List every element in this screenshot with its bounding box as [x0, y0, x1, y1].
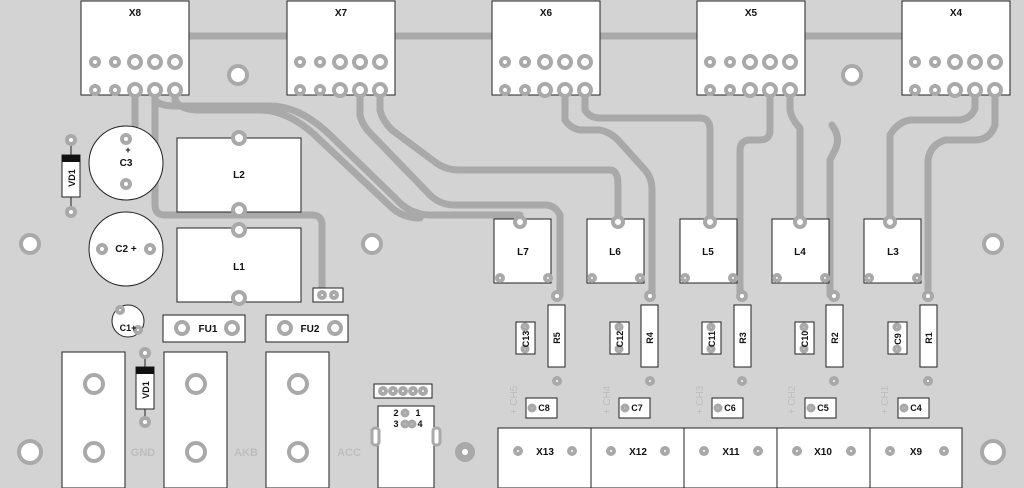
- connector-x6: X6: [491, 0, 601, 98]
- resistor-r2-label: R2: [830, 332, 840, 344]
- channel-1-label: + CH1: [880, 385, 891, 414]
- terminal-gnd: GND: [61, 351, 156, 488]
- resistor-r1-label: R1: [924, 332, 934, 344]
- terminal-akb: AKB: [163, 351, 258, 488]
- channel-4: L6 R4 C12 + CH4 C7: [586, 215, 659, 419]
- resistor-r3-label: R3: [738, 332, 748, 344]
- jumper-pads: [312, 287, 344, 303]
- resistor-r4-label: R4: [645, 332, 655, 344]
- socket-pin-1: 1: [415, 408, 420, 418]
- channel-5-label: + CH5: [509, 385, 520, 414]
- inductor-l1: L1: [176, 222, 302, 306]
- capacitor-c2-label: C2 +: [115, 244, 137, 255]
- fuse-fu2-label: FU2: [301, 324, 320, 335]
- connector-x5-label: X5: [745, 8, 758, 19]
- connector-x13-label: X13: [536, 447, 554, 458]
- channel-2-label: + CH2: [787, 385, 798, 414]
- inductor-l4-label: L4: [794, 247, 806, 258]
- connector-x9-label: X9: [910, 447, 923, 458]
- diode-vd1-bottom: VD1: [135, 347, 155, 428]
- inductor-l1-label: L1: [233, 262, 245, 273]
- capacitor-c1-label: C1+: [120, 323, 137, 333]
- capacitor-c12-label: C12: [615, 331, 625, 348]
- connector-x4-label: X4: [950, 8, 963, 19]
- channel-5: L7 R5 C13 + CH5 C8: [493, 215, 566, 419]
- diode-vd1-top-label: VD1: [67, 169, 77, 187]
- channel-4-label: + CH4: [602, 385, 613, 414]
- socket-pin-2: 2: [393, 408, 398, 418]
- capacitor-c8-label: C8: [538, 403, 550, 413]
- inductor-l2-label: L2: [233, 170, 245, 181]
- fuse-fu1-label: FU1: [199, 324, 218, 335]
- connector-x10-label: X10: [814, 447, 832, 458]
- connector-x4: X4: [901, 0, 1011, 98]
- channel-2: L4 R2 C10 + CH2 C5: [771, 215, 844, 419]
- resistor-r5-label: R5: [552, 332, 562, 344]
- socket-connector: 2 1 3 4: [370, 405, 442, 488]
- connector-x8-label: X8: [129, 8, 142, 19]
- inductor-l6-label: L6: [609, 247, 621, 258]
- capacitor-c2: C2 +: [88, 211, 164, 287]
- connector-x7: X7: [286, 0, 396, 98]
- inductor-l2: L2: [176, 130, 302, 218]
- inductor-l7-label: L7: [517, 247, 529, 258]
- capacitor-c1: C1+: [111, 304, 145, 338]
- mounting-holes: [17, 64, 1006, 465]
- capacitor-c10-label: C10: [800, 331, 810, 348]
- diode-vd1-bottom-label: VD1: [141, 381, 151, 399]
- socket-pin-3: 3: [393, 419, 398, 429]
- connector-x6-label: X6: [540, 8, 553, 19]
- fuse-fu2: FU2: [265, 314, 349, 343]
- terminal-gnd-label: GND: [131, 447, 156, 459]
- connector-x5: X5: [696, 0, 806, 98]
- capacitor-c3-plus: +: [125, 145, 130, 155]
- connector-x11-label: X11: [722, 447, 740, 458]
- terminal-acc-label: ACC: [337, 447, 361, 459]
- capacitor-c7-label: C7: [631, 403, 643, 413]
- capacitor-c11-label: C11: [707, 331, 717, 347]
- top-connectors: X8 X7 X6 X5: [80, 0, 1011, 98]
- diode-vd1-top: VD1: [61, 134, 81, 218]
- connector-x8: X8: [80, 0, 190, 98]
- inductor-l3-label: L3: [887, 247, 899, 258]
- terminal-akb-label: AKB: [234, 447, 258, 459]
- channel-1: L3 R1 C9 + CH1 C4: [863, 215, 938, 419]
- connector-x12-label: X12: [629, 447, 647, 458]
- capacitor-c9-label: C9: [893, 333, 903, 345]
- capacitor-c3-label: C3: [120, 158, 133, 169]
- capacitor-c5-label: C5: [817, 403, 829, 413]
- capacitor-c13-label: C13: [521, 331, 531, 348]
- pin-header: [373, 383, 433, 399]
- socket-pin-4: 4: [417, 419, 422, 429]
- fuse-fu1: FU1: [162, 314, 246, 343]
- inductor-l5-label: L5: [702, 247, 714, 258]
- channel-3-label: + CH3: [695, 385, 706, 414]
- capacitor-c4-label: C4: [910, 403, 922, 413]
- connector-x7-label: X7: [335, 8, 348, 19]
- capacitor-c3: + C3: [88, 125, 164, 201]
- channel-3: L5 R3 C11 + CH3 C6: [679, 215, 752, 419]
- capacitor-c6-label: C6: [724, 403, 736, 413]
- bottom-connectors: X13 X12 X11 X10 X9: [497, 427, 963, 488]
- terminal-acc: ACC: [265, 351, 361, 488]
